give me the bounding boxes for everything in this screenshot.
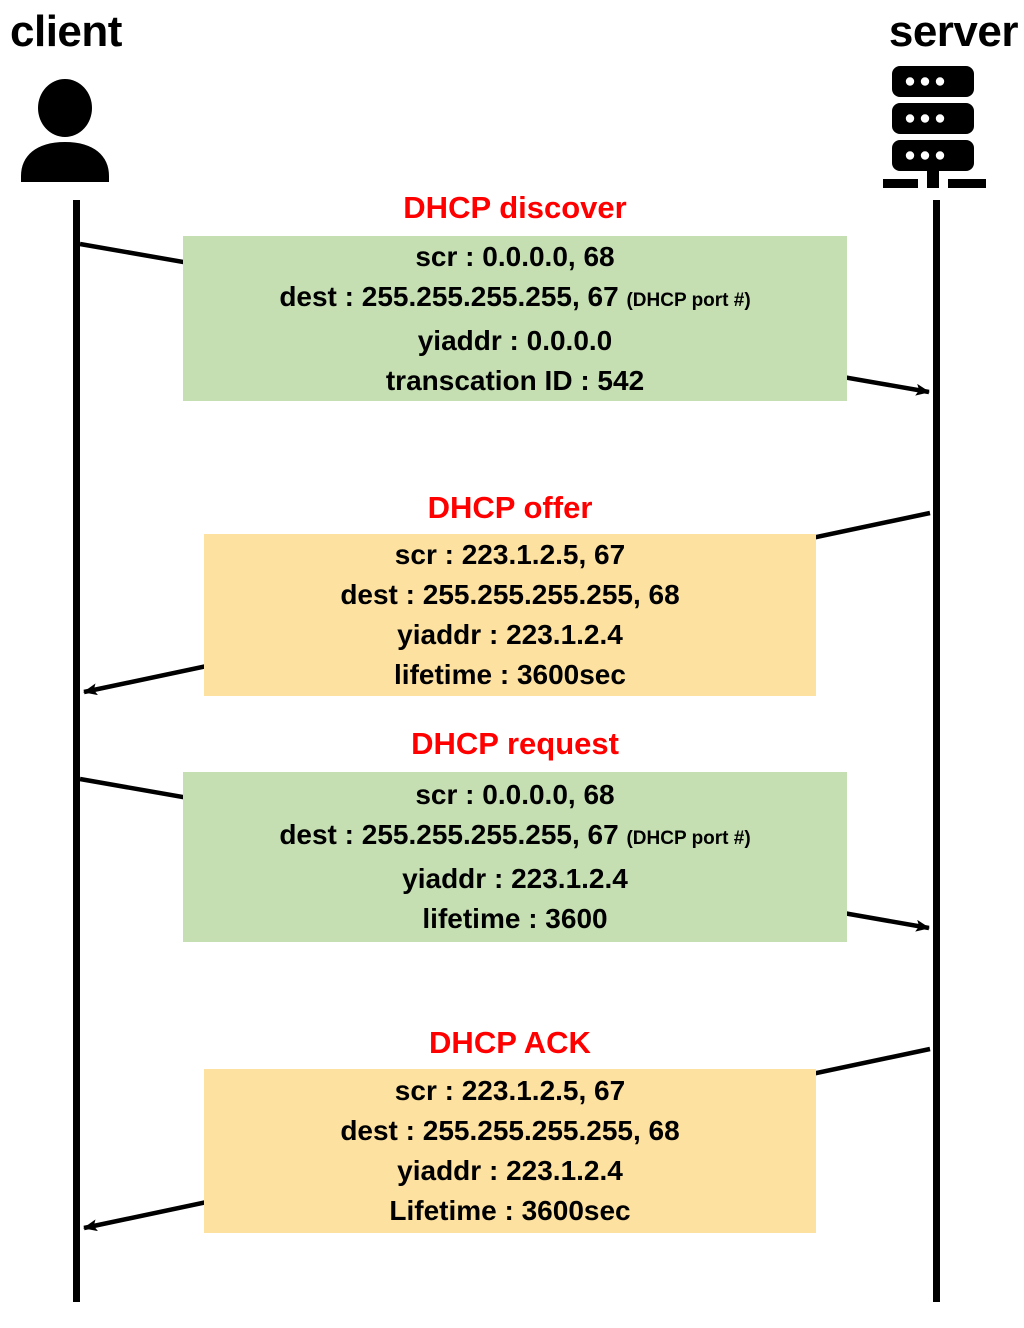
message-field: dest : 255.255.255.255, 67 (DHCP port #) xyxy=(279,277,750,321)
message-field: yiaddr : 223.1.2.4 xyxy=(402,859,628,899)
message-field-note: (DHCP port #) xyxy=(626,828,751,849)
message-title-dhcp-offer: DHCP offer xyxy=(427,490,593,525)
message-field-text: lifetime : 3600sec xyxy=(394,659,626,690)
message-field: scr : 223.1.2.5, 67 xyxy=(395,1071,625,1111)
message-box-dhcp-ack: scr : 223.1.2.5, 67 dest : 255.255.255.2… xyxy=(204,1069,816,1233)
message-field-text: yiaddr : 223.1.2.4 xyxy=(397,1155,623,1186)
message-field-text: transcation ID : 542 xyxy=(385,364,645,396)
message-field-text: yiaddr : 223.1.2.4 xyxy=(402,863,628,894)
message-field: lifetime : 3600 xyxy=(422,899,607,939)
message-field: dest : 255.255.255.255, 68 xyxy=(340,575,679,615)
server-lifeline xyxy=(933,200,940,1302)
message-field-note: (DHCP port #) xyxy=(626,289,751,311)
message-field-text: scr : 223.1.2.5, 67 xyxy=(394,539,626,570)
client-endpoint-label: client xyxy=(10,7,122,56)
message-box-dhcp-request: scr : 0.0.0.0, 68 dest : 255.255.255.255… xyxy=(183,772,847,942)
message-field-text: dest : 255.255.255.255, 67 xyxy=(279,819,619,850)
message-field: dest : 255.255.255.255, 67 (DHCP port #) xyxy=(279,815,750,859)
message-field: yiaddr : 0.0.0.0 xyxy=(418,321,613,361)
message-title-dhcp-discover: DHCP discover xyxy=(403,190,627,225)
message-field-text: scr : 223.1.2.5, 67 xyxy=(394,1075,626,1106)
person-icon xyxy=(18,72,128,182)
server-endpoint-label: server xyxy=(888,7,1019,56)
message-box-dhcp-discover: scr : 0.0.0.0, 68 dest : 255.255.255.255… xyxy=(183,236,847,401)
message-title-dhcp-request: DHCP request xyxy=(411,726,619,761)
message-field-text: dest : 255.255.255.255, 67 xyxy=(279,280,619,312)
message-field: scr : 0.0.0.0, 68 xyxy=(415,775,614,815)
message-field: scr : 0.0.0.0, 68 xyxy=(415,237,614,277)
client-lifeline xyxy=(73,200,80,1302)
message-field: yiaddr : 223.1.2.4 xyxy=(397,1151,623,1191)
message-field: dest : 255.255.255.255, 68 xyxy=(340,1111,679,1151)
message-box-dhcp-offer: scr : 223.1.2.5, 67 dest : 255.255.255.2… xyxy=(204,534,816,696)
message-field-text: dest : 255.255.255.255, 68 xyxy=(340,1115,680,1146)
message-field-text: yiaddr : 223.1.2.4 xyxy=(397,619,623,650)
message-field: lifetime : 3600sec xyxy=(394,655,626,695)
message-field-text: yiaddr : 0.0.0.0 xyxy=(417,324,613,356)
message-field-text: scr : 0.0.0.0, 68 xyxy=(415,240,615,272)
message-field-text: dest : 255.255.255.255, 68 xyxy=(340,579,680,610)
server-rack-icon xyxy=(880,62,990,188)
message-field-text: lifetime : 3600 xyxy=(422,903,608,934)
message-field: yiaddr : 223.1.2.4 xyxy=(397,615,623,655)
message-field: transcation ID : 542 xyxy=(386,361,644,401)
message-field: Lifetime : 3600sec xyxy=(389,1191,630,1231)
message-field: scr : 223.1.2.5, 67 xyxy=(395,535,625,575)
message-field-text: Lifetime : 3600sec xyxy=(389,1195,631,1226)
message-field-text: scr : 0.0.0.0, 68 xyxy=(415,779,615,810)
message-title-dhcp-ack: DHCP ACK xyxy=(429,1025,591,1060)
